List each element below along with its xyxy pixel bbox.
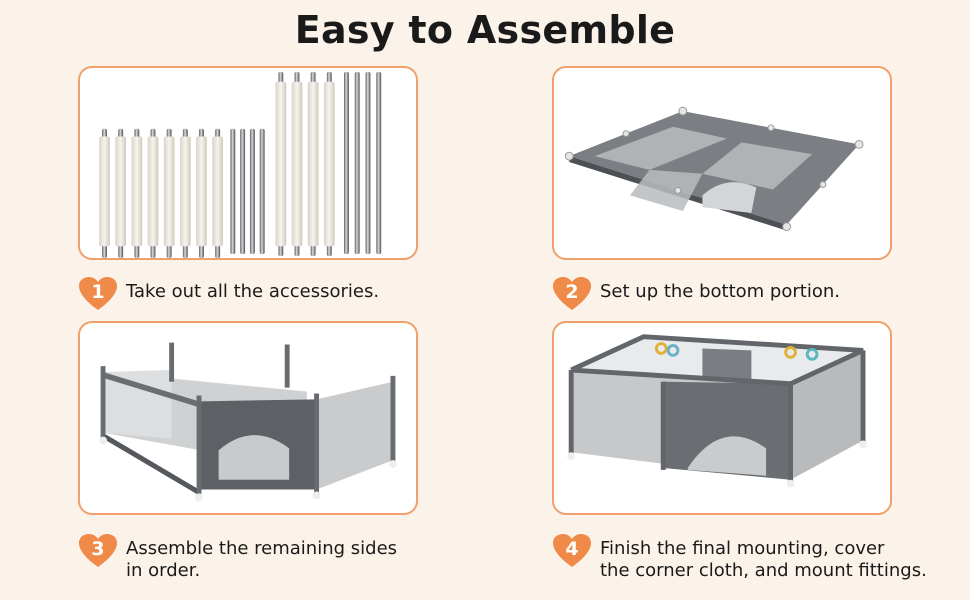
poles-illustration <box>99 71 382 258</box>
pole-padding <box>196 136 207 247</box>
pole-padding <box>147 136 159 247</box>
heart-number-icon: 1 <box>78 276 118 312</box>
heart-number-icon: 4 <box>552 533 592 569</box>
pole-padding <box>115 136 127 247</box>
short-pole <box>230 128 236 255</box>
pole-padding <box>99 136 110 247</box>
short-pole <box>240 128 246 255</box>
step-2: 2 Set up the bottom portion. <box>552 276 840 312</box>
tall-pole <box>343 71 349 255</box>
complete-playpen-illustration <box>567 334 867 488</box>
step-4: 4 Finish the final mounting, cover the c… <box>552 533 927 582</box>
remaining-sides-image <box>78 321 418 515</box>
pole-padding <box>323 81 335 247</box>
step-3: 3 Assemble the remaining sides in order. <box>78 533 397 582</box>
pole-padding <box>307 81 319 247</box>
step-1: 1 Take out all the accessories. <box>78 276 379 312</box>
accessories-image <box>78 66 418 260</box>
tall-pole <box>376 71 382 255</box>
step-text: Set up the bottom portion. <box>600 281 840 302</box>
step-number: 4 <box>565 538 579 560</box>
final-mounting-image <box>552 321 892 515</box>
pole-padding <box>212 136 224 247</box>
bottom-portion-image <box>552 66 892 260</box>
pole-padding <box>131 136 143 247</box>
short-pole <box>249 128 255 255</box>
step-number: 3 <box>91 538 105 560</box>
tall-pole <box>354 71 360 255</box>
step-text: Assemble the remaining sides in order. <box>126 538 398 581</box>
short-pole <box>259 128 265 255</box>
partial-playpen-illustration <box>99 342 397 502</box>
pole-padding <box>291 81 303 247</box>
step-text: Finish the final mounting, cover the cor… <box>600 538 927 581</box>
pole-padding <box>179 136 191 247</box>
heart-number-icon: 2 <box>552 276 592 312</box>
pole-padding <box>163 136 175 247</box>
page-title: Easy to Assemble <box>294 8 676 52</box>
pole-padding <box>275 81 287 247</box>
step-number: 1 <box>91 281 105 303</box>
tall-pole <box>365 71 371 255</box>
step-text: Take out all the accessories. <box>126 281 380 302</box>
base-mat-illustration <box>564 106 864 232</box>
heart-number-icon: 3 <box>78 533 118 569</box>
step-number: 2 <box>565 281 579 303</box>
